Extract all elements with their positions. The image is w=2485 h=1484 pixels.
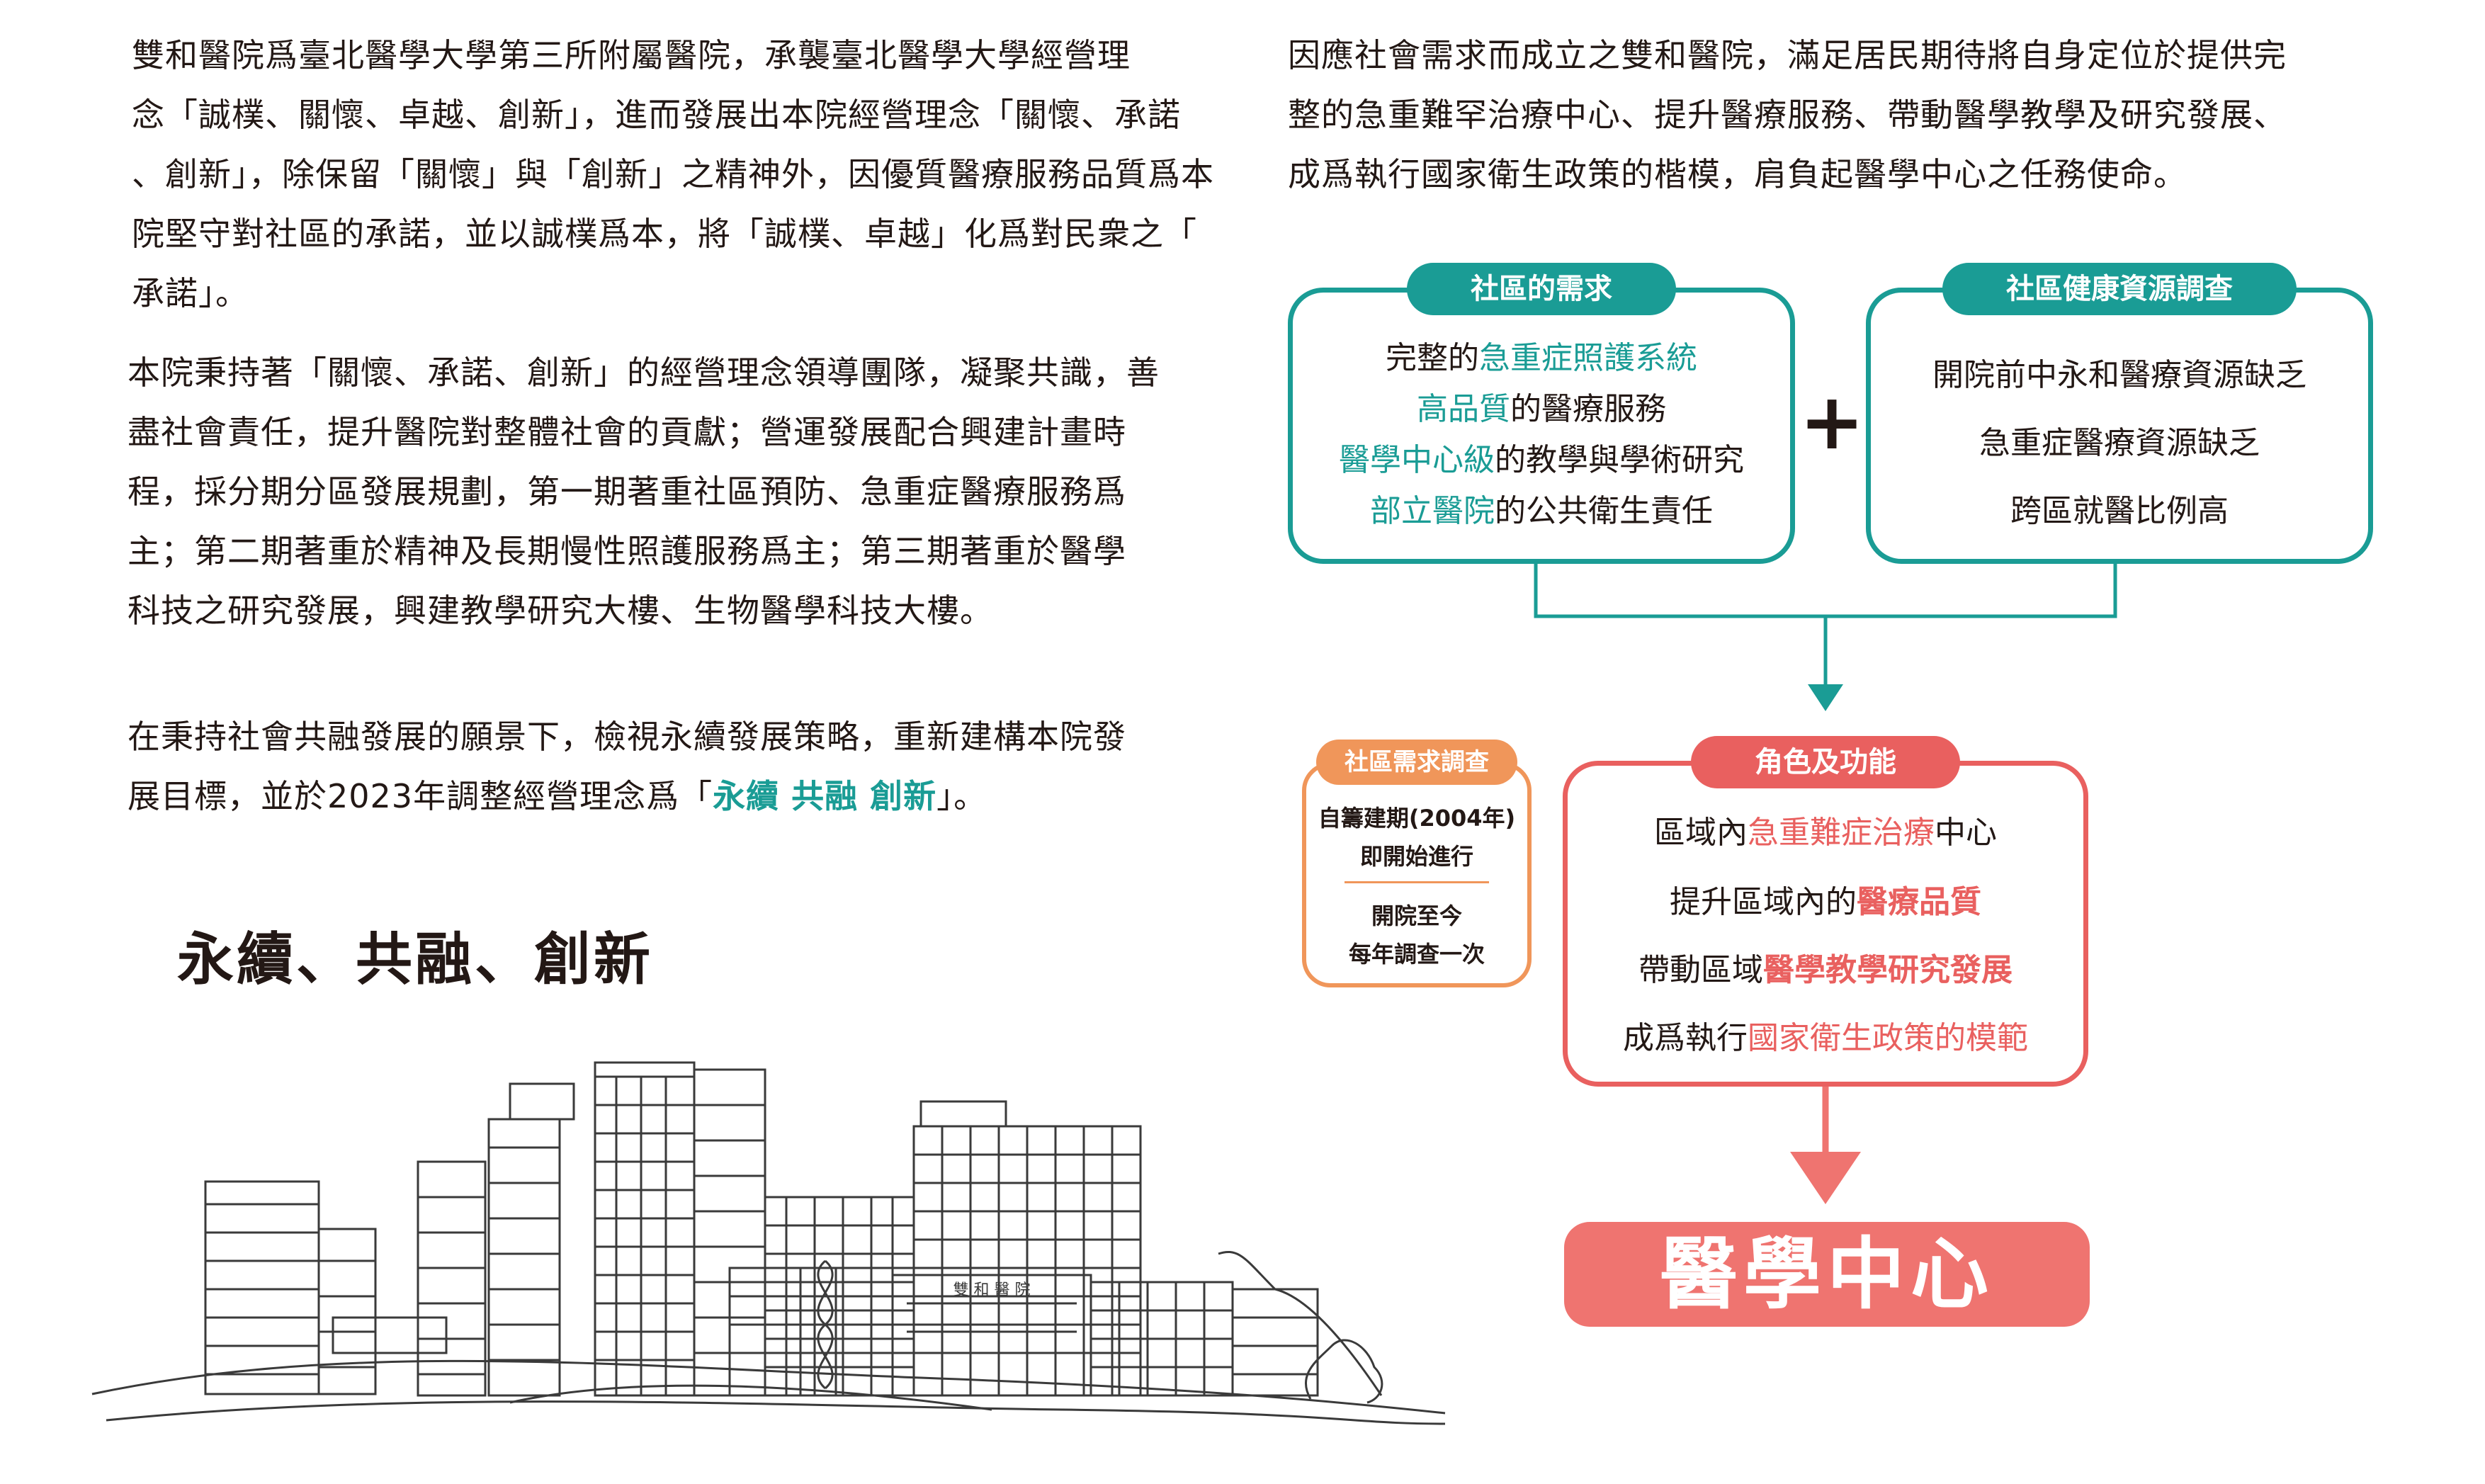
text-segment: 的教學與學術研究 (1495, 442, 1744, 478)
survey-line: 每年調查一次 (1348, 941, 1485, 968)
needs-highlight: 醫學中心級 (1339, 442, 1495, 478)
text-line: 念「誠樸、關懷、卓越、創新」，進而發展出本院經營理念「關懷、承諾 (132, 96, 1181, 134)
merge-connector (1534, 561, 2117, 618)
needs-row: 高品質的醫療服務 (1293, 383, 1790, 429)
text-line: 在秉持社會共融發展的願景下，檢視永續發展策略，重新建構本院發 (128, 718, 1126, 756)
mission-paragraph: 因應社會需求而成立之雙和醫院，滿足居民期待將自身定位於提供完 整的急重難罕治療中… (1288, 26, 2287, 204)
text-segment: 展目標，並於2023年調整經營理念爲「 (128, 777, 713, 815)
survey-divider (1345, 881, 1489, 883)
resource-item: 開院前中永和醫療資源缺乏 (1932, 357, 2306, 393)
text-line: 本院秉持著「關懷、承諾、創新」的經營理念領導團隊，凝聚共識，善 (128, 353, 1160, 392)
survey-line: 自籌建期(2004年) (1318, 805, 1516, 832)
motto-highlight: 永續 共融 創新 (713, 777, 937, 815)
text-segment: 的醫療服務 (1510, 391, 1666, 427)
role-highlight: 國家衛生政策的模範 (1748, 1020, 2028, 1056)
text-segment: 帶動區域 (1638, 952, 1763, 988)
community-needs-box: 社區的需求 完整的急重症照護系統 高品質的醫療服務 醫學中心級的教學與學術研究 … (1288, 263, 1795, 564)
role-highlight: 急重難症治療 (1748, 815, 1935, 851)
needs-survey-box: 社區需求調查 自籌建期(2004年) 即開始進行 開院至今 每年調查一次 (1302, 740, 1532, 987)
role-highlight: 醫療品質 (1857, 884, 1981, 920)
intro-paragraph-2: 本院秉持著「關懷、承諾、創新」的經營理念領導團隊，凝聚共識，善 盡社會責任，提升… (128, 343, 1160, 640)
text-line: 雙和醫院爲臺北醫學大學第三所附屬醫院，承襲臺北醫學大學經營理 (132, 36, 1131, 74)
needs-row: 部立醫院的公共衛生責任 (1293, 485, 1790, 531)
health-resource-survey-title: 社區健康資源調查 (1942, 263, 2297, 315)
text-line: 、創新」，除保留「關懷」與「創新」之精神外，因優質醫療服務品質爲本 (132, 155, 1214, 193)
roles-functions-box: 角色及功能 區域內急重難症治療中心 提升區域內的醫療品質 帶動區域醫學教學研究發… (1563, 736, 2088, 1087)
needs-row: 完整的急重症照護系統 (1293, 332, 1790, 378)
text-line: 成爲執行國家衛生政策的楷模，肩負起醫學中心之任務使命。 (1288, 155, 2187, 193)
needs-survey-title: 社區需求調查 (1316, 740, 1517, 785)
intro-paragraph-3: 在秉持社會共融發展的願景下，檢視永續發展策略，重新建構本院發 展目標，並於202… (128, 707, 1126, 826)
arrow-down-icon (1808, 684, 1843, 711)
text-segment: 完整的 (1386, 340, 1479, 376)
roles-functions-title: 角色及功能 (1691, 736, 1960, 788)
role-highlight: 醫學教學研究發展 (1763, 952, 2013, 988)
text-line: 科技之研究發展，興建教學研究大樓、生物醫學科技大樓。 (128, 591, 993, 630)
health-resource-survey-box: 社區健康資源調查 開院前中永和醫療資源缺乏 急重症醫療資源缺乏 跨區就醫比例高 (1866, 263, 2373, 564)
text-line: 整的急重難罕治療中心、提升醫療服務、帶動醫學教學及研究發展、 (1288, 96, 2287, 134)
text-segment: 」。 (936, 777, 987, 815)
survey-line: 開院至今 (1371, 902, 1462, 929)
needs-highlight: 急重症照護系統 (1479, 340, 1697, 376)
needs-highlight: 部立醫院 (1370, 493, 1495, 529)
resource-item: 跨區就醫比例高 (2010, 493, 2229, 529)
community-needs-title: 社區的需求 (1407, 263, 1676, 315)
needs-row: 醫學中心級的教學與學術研究 (1293, 434, 1790, 480)
text-line: 院堅守對社區的承諾，並以誠樸爲本，將「誠樸、卓越」化爲對民衆之「 (132, 215, 1197, 253)
needs-highlight: 高品質 (1417, 391, 1510, 427)
text-segment: 提升區域內的 (1670, 884, 1857, 920)
plus-icon: + (1799, 376, 1865, 467)
arrow-down-icon (1790, 1152, 1861, 1204)
intro-paragraph-1: 雙和醫院爲臺北醫學大學第三所附屬醫院，承襲臺北醫學大學經營理 念「誠樸、關懷、卓… (132, 26, 1214, 323)
motto-heading: 永續、共融、創新 (177, 927, 653, 992)
text-line: 因應社會需求而成立之雙和醫院，滿足居民期待將自身定位於提供完 (1288, 36, 2287, 74)
resource-item: 急重症醫療資源缺乏 (1979, 425, 2260, 461)
text-line: 主；第二期著重於精神及長期慢性照護服務爲主；第三期著重於醫學 (128, 532, 1126, 570)
role-row: 帶動區域醫學教學研究發展 (1568, 944, 2083, 990)
medical-center-banner: 醫學中心 (1564, 1222, 2090, 1327)
text-segment: 中心 (1935, 815, 1997, 851)
hospital-sign: 雙 和 醫 院 (953, 1281, 1031, 1299)
text-segment: 成爲執行 (1623, 1020, 1748, 1056)
survey-line: 即開始進行 (1359, 843, 1473, 870)
role-row: 區域內急重難症治療中心 (1568, 807, 2083, 852)
role-row: 成爲執行國家衛生政策的模範 (1568, 1012, 2083, 1058)
role-row: 提升區域內的醫療品質 (1568, 876, 2083, 922)
text-segment: 區域內 (1654, 815, 1748, 851)
text-line: 承諾」。 (132, 274, 249, 312)
text-line: 程，採分期分區發展規劃，第一期著重社區預防、急重症醫療服務爲 (128, 472, 1126, 511)
text-line: 盡社會責任，提升醫院對整體社會的貢獻；營運發展配合興建計畫時 (128, 413, 1126, 451)
text-line: 展目標，並於2023年調整經營理念爲「永續 共融 創新」。 (128, 766, 1126, 826)
text-segment: 的公共衛生責任 (1495, 493, 1713, 529)
